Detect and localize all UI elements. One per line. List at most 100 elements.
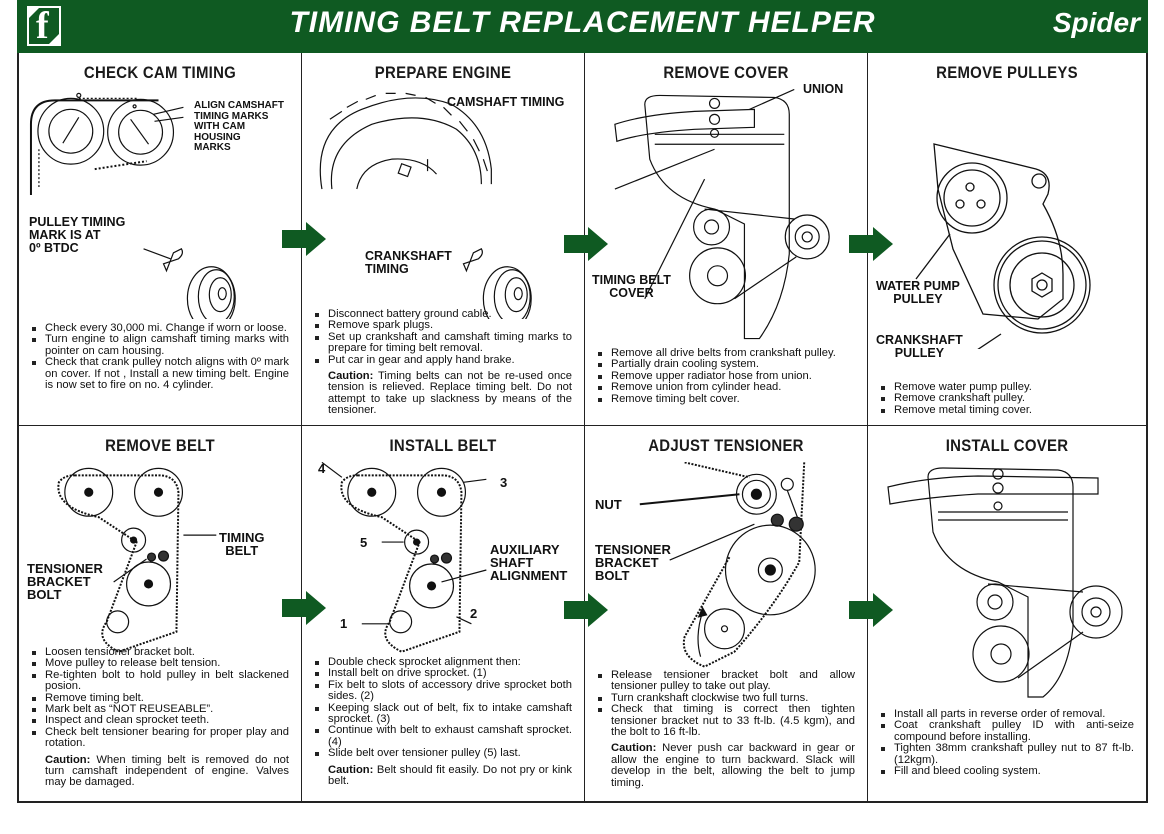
label-align-marks: ALIGN CAMSHAFT TIMING MARKS WITH CAM HOU… (194, 100, 284, 153)
panel-title: REMOVE PULLEYS (936, 63, 1078, 82)
step-item: Remove timing belt. (29, 692, 289, 704)
remove-pulleys-diagram (915, 143, 1091, 349)
label-water-pump-pulley: WATER PUMP PULLEY (876, 279, 960, 306)
timing-belt-cover (644, 94, 790, 340)
step-item: Coat crankshaft pulley ID with anti-seiz… (878, 720, 1134, 743)
panel-title: PREPARE ENGINE (374, 63, 512, 82)
right-arrow-icon (564, 227, 608, 261)
step-item: Loosen tensioner bracket bolt. (29, 646, 289, 658)
label-nut: NUT (595, 497, 622, 512)
step-item: Put car in gear and apply hand brake. (312, 354, 572, 366)
step-item: Remove crankshaft pulley. (878, 392, 1134, 404)
steps-list: Double check sprocket alignment then: In… (312, 656, 573, 788)
panel-install-cover: INSTALL COVER Install all part (868, 426, 1146, 801)
timing-bracket (933, 143, 1064, 320)
coolant-hose (614, 108, 755, 143)
prepare-engine-diagram (319, 92, 532, 319)
step-item: Check belt tensioner bearing for proper … (29, 726, 289, 750)
panel-remove-belt: REMOVE BELT TIMING BELT (19, 426, 302, 801)
aux-sprocket (106, 610, 130, 634)
aux-shaft-sprocket (409, 563, 455, 609)
alternator-fan (1069, 585, 1123, 639)
label-crankshaft-timing: CRANKSHAFT TIMING (365, 249, 452, 276)
steps-list: Remove water pump pulley. Remove cranksh… (878, 381, 1134, 416)
tensioner-pulley (404, 529, 430, 555)
install-belt-diagram (321, 462, 487, 653)
step-item: Partially drain cooling system. (595, 358, 855, 370)
step-item: Check that timing is correct then tighte… (595, 703, 855, 738)
intake-cam-sprocket (133, 467, 184, 517)
union-pointer (614, 148, 715, 190)
remove-cover-diagram (614, 89, 830, 340)
step-item: Check that crank pulley notch aligns wit… (29, 356, 289, 391)
label-aux-shaft: AUXILIARY SHAFT ALIGNMENT (490, 542, 568, 583)
steps-list: Install all parts in reverse order of re… (878, 708, 1134, 777)
label-step-4: 4 (318, 461, 326, 476)
timing-belt-cover (927, 467, 1074, 698)
camshaft-sprocket (319, 97, 492, 190)
page-title: TIMING BELT REPLACEMENT HELPER (289, 6, 876, 39)
label-timing-belt-cover: TIMING BELT COVER (592, 273, 671, 300)
coolant-hose (887, 475, 1099, 505)
install-cover-diagram (887, 467, 1123, 698)
label-step-5: 5 (360, 535, 368, 550)
crankshaft-pulley (993, 236, 1091, 334)
label-tensioner-bolt: TENSIONER BRACKET BOLT (595, 542, 671, 583)
caution-note: Caution: Timing belts can not be re-used… (328, 370, 573, 417)
crank-sprocket (724, 524, 816, 616)
step-item: Re-tighten bolt to hold pulley in belt s… (29, 669, 289, 693)
step-item: Check every 30,000 mi. Change if worn or… (29, 322, 289, 334)
tensioner-pulley (121, 527, 147, 553)
step-item: Remove union from cylinder head. (595, 381, 855, 393)
steps-list: Disconnect battery ground cable. Remove … (312, 308, 573, 417)
exhaust-cam-sprocket (64, 467, 114, 517)
panel-title: ADJUST TENSIONER (648, 436, 804, 455)
header-bar: f TIMING BELT REPLACEMENT HELPER Spider (17, 0, 1148, 53)
step-item: Install belt on drive sprocket. (1) (312, 667, 572, 679)
label-timing-belt: TIMING BELT (219, 530, 265, 558)
timing-belt (682, 462, 806, 668)
label-camshaft-timing: CAMSHAFT TIMING (447, 95, 565, 109)
right-arrow-icon (564, 593, 608, 627)
label-tensioner-bolt: TENSIONER BRACKET BOLT (27, 561, 103, 602)
timing-belt (340, 474, 463, 653)
camshaft-sprocket-left (37, 97, 105, 165)
label-step-1: 1 (340, 616, 348, 631)
water-pump-pulley (936, 162, 1008, 234)
step-item: Remove metal timing cover. (878, 404, 1134, 416)
steps-grid: CHECK CAM TIMING (17, 53, 1148, 803)
right-arrow-icon (849, 227, 893, 261)
step-item: Remove all drive belts from crankshaft p… (595, 347, 855, 359)
step-item: Fix belt to slots of accessory drive spr… (312, 679, 572, 703)
crankshaft-pulley (689, 247, 747, 305)
step-item: Continue with belt to exhaust camshaft s… (312, 725, 572, 748)
exhaust-cam-sprocket (347, 467, 397, 517)
right-arrow-icon (282, 222, 326, 256)
label-union: UNION (803, 82, 844, 96)
panel-title: REMOVE COVER (663, 63, 789, 82)
panel-check-cam-timing: CHECK CAM TIMING (19, 53, 302, 426)
adjust-tensioner-diagram (639, 462, 816, 668)
label-step-3: 3 (500, 475, 508, 490)
step-item: Remove water pump pulley. (878, 381, 1134, 393)
step-item: Turn crankshaft clockwise two full turns… (595, 692, 855, 704)
caution-note: Caution: Belt should fit easily. Do not … (328, 763, 573, 788)
panel-remove-cover: REMOVE COVER UNION (585, 53, 868, 426)
label-step-2: 2 (470, 606, 478, 621)
right-arrow-icon (849, 593, 893, 627)
step-item: Release tensioner bracket bolt and allow… (595, 669, 855, 693)
panel-title: INSTALL COVER (945, 436, 1069, 455)
model-name: Spider (1052, 7, 1140, 38)
step-item: Turn engine to align camshaft timing mar… (29, 334, 289, 357)
step-item: Remove spark plugs. (312, 319, 572, 331)
step-item: Tighten 38mm crankshaft pulley nut to 87… (878, 743, 1134, 766)
step-item: Remove upper radiator hose from union. (595, 370, 855, 382)
water-pump-pulley (976, 583, 1014, 621)
crank-pulley (186, 266, 236, 319)
cam-timing-diagram (29, 92, 236, 319)
steps-list: Check every 30,000 mi. Change if worn or… (29, 322, 289, 391)
label-crankshaft-pulley: CRANKSHAFT PULLEY (876, 333, 963, 360)
brand-logo-icon: f (27, 6, 61, 46)
panel-adjust-tensioner: ADJUST TENSIONER NU (585, 426, 868, 801)
step-item: Mark belt as “NOT REUSEABLE”. (29, 703, 289, 715)
